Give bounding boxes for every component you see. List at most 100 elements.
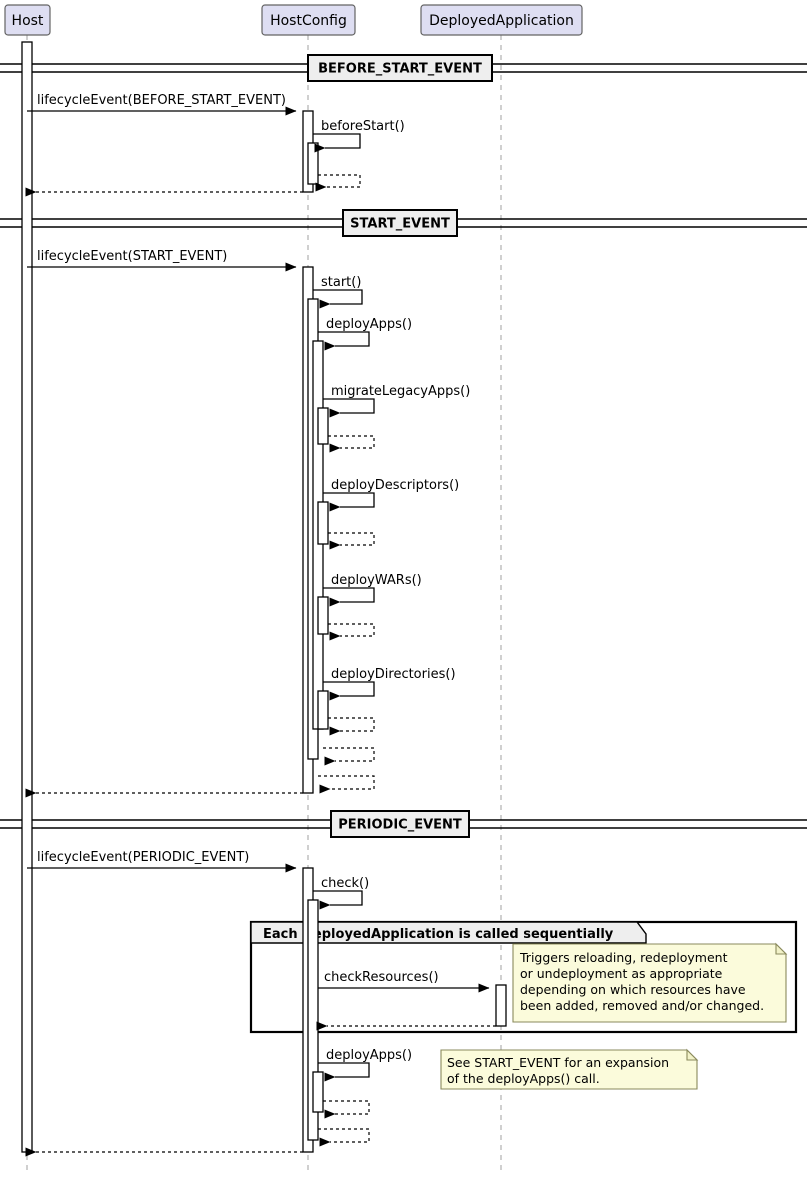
message-deploydescriptors-self[interactable]: deployDescriptors() xyxy=(323,478,459,512)
participant-host[interactable]: Host xyxy=(4,4,51,36)
message-beforestart-self[interactable]: beforeStart() xyxy=(313,119,405,153)
note-line: Triggers reloading, redeployment xyxy=(519,950,728,965)
divider-start: START_EVENT xyxy=(0,209,807,237)
divider-label-box xyxy=(307,54,493,82)
note-body-shape xyxy=(512,943,787,1023)
group-tab-shape xyxy=(250,921,647,944)
note-deployapps: See START_EVENT for an expansion of the … xyxy=(440,1048,699,1090)
message-self-return-arrow xyxy=(323,747,375,766)
group-label-text: Each DeployedApplication is called seque… xyxy=(263,927,614,942)
message-start-self[interactable]: start() xyxy=(313,275,363,309)
divider-label-start: START_EVENT xyxy=(350,217,450,232)
note-fold-corner xyxy=(686,1048,699,1061)
message-self-arrow xyxy=(318,331,370,351)
message-self-return-arrow xyxy=(328,532,375,550)
divider-label-before-start: BEFORE_START_EVENT xyxy=(318,62,482,77)
group-each-deployedapplication: Each DeployedApplication is called seque… xyxy=(249,920,798,1034)
messages-layer: lifecycleEvent(BEFORE_START_EVENT) befor… xyxy=(25,93,496,1157)
message-self-arrow xyxy=(323,681,375,701)
message-label: start() xyxy=(321,275,361,290)
activation-hostconfig-deploydirectories xyxy=(317,690,329,730)
message-check-return[interactable] xyxy=(318,1128,370,1147)
message-self-arrow xyxy=(323,492,375,512)
lifelines-layer xyxy=(26,35,502,1172)
message-self-return-arrow xyxy=(328,435,375,453)
activation-hostconfig-beforestart-self xyxy=(307,142,319,185)
message-self-arrow xyxy=(318,1062,370,1082)
message-label: deployDirectories() xyxy=(331,667,456,682)
message-self-arrow xyxy=(313,890,363,910)
message-self-return-arrow xyxy=(318,775,375,794)
activation-hostconfig-deploywars xyxy=(317,596,329,635)
message-label: deployWARs() xyxy=(331,573,422,588)
message-label: migrateLegacyApps() xyxy=(331,384,470,399)
message-deployapps-periodic-return[interactable] xyxy=(323,1100,370,1119)
notes-layer: Triggers reloading, redeployment or unde… xyxy=(440,942,788,1090)
message-self-arrow xyxy=(323,587,375,607)
message-label: lifecycleEvent(PERIODIC_EVENT) xyxy=(37,850,249,865)
note-fold-corner xyxy=(775,942,788,955)
participant-hostconfig[interactable]: HostConfig xyxy=(261,4,356,36)
message-label: deployDescriptors() xyxy=(331,478,459,493)
message-self-arrow xyxy=(313,289,363,309)
message-self-return-arrow xyxy=(323,1100,370,1119)
message-self-return-arrow xyxy=(318,1128,370,1147)
message-deploydirectories-self[interactable]: deployDirectories() xyxy=(323,667,456,701)
message-start-return[interactable] xyxy=(318,775,375,794)
message-self-arrow xyxy=(313,133,361,153)
participant-box xyxy=(261,4,356,36)
note-line: See START_EVENT for an expansion xyxy=(447,1055,669,1070)
message-label: deployApps() xyxy=(326,317,412,332)
message-deployapps-self[interactable]: deployApps() xyxy=(318,317,412,351)
note-checkresources: Triggers reloading, redeployment or unde… xyxy=(512,942,788,1023)
activation-deployedapplication-checkresources xyxy=(495,984,507,1027)
message-label: deployApps() xyxy=(326,1048,412,1063)
message-lifecycleevent-start[interactable]: lifecycleEvent(START_EVENT) xyxy=(27,249,297,272)
participant-label-hostconfig: HostConfig xyxy=(270,13,347,29)
activation-hostconfig-deployapps-periodic xyxy=(312,1071,324,1113)
message-label: check() xyxy=(321,876,369,891)
activation-host-main xyxy=(21,41,33,1153)
message-lifecycleevent-periodic[interactable]: lifecycleEvent(PERIODIC_EVENT) xyxy=(27,850,297,873)
participants-layer: Host HostConfig DeployedApplication xyxy=(4,4,583,36)
message-checkresources[interactable]: checkResources() xyxy=(318,970,490,993)
dividers-layer: BEFORE_START_EVENT START_EVENT PERIODIC_… xyxy=(0,54,807,838)
participant-label-host: Host xyxy=(12,13,44,29)
message-deploydirectories-return[interactable] xyxy=(328,717,375,736)
message-beforestart-self-return[interactable] xyxy=(315,174,361,192)
message-migratelegacyapps-self[interactable]: migrateLegacyApps() xyxy=(323,384,470,418)
divider-label-box xyxy=(330,810,470,838)
participant-box xyxy=(420,4,583,36)
note-line: or undeployment as appropriate xyxy=(520,966,723,981)
message-deployapps-return-start[interactable] xyxy=(323,747,375,766)
activation-hostconfig-migratelegacyapps xyxy=(317,407,329,445)
message-deployapps-periodic-self[interactable]: deployApps() xyxy=(318,1048,412,1082)
note-line: depending on which resources have xyxy=(520,982,746,997)
note-body-shape xyxy=(440,1049,698,1090)
message-deploywars-return[interactable] xyxy=(328,623,375,641)
message-label: lifecycleEvent(BEFORE_START_EVENT) xyxy=(37,93,286,108)
message-label: checkResources() xyxy=(324,970,439,985)
message-deploydescriptors-return[interactable] xyxy=(328,532,375,550)
activations-layer xyxy=(21,41,507,1153)
activation-hostconfig-deploydescriptors xyxy=(317,501,329,545)
message-deploywars-self[interactable]: deployWARs() xyxy=(323,573,422,607)
note-line: been added, removed and/or changed. xyxy=(520,998,764,1013)
message-lifecycleevent-before-start[interactable]: lifecycleEvent(BEFORE_START_EVENT) xyxy=(27,93,297,116)
message-self-return-arrow xyxy=(328,623,375,641)
divider-before-start: BEFORE_START_EVENT xyxy=(0,54,807,82)
message-label: beforeStart() xyxy=(321,119,405,134)
participant-deployedapplication[interactable]: DeployedApplication xyxy=(420,4,583,36)
participant-label-deployedapplication: DeployedApplication xyxy=(429,13,574,29)
participant-box xyxy=(4,4,51,36)
message-migratelegacyapps-return[interactable] xyxy=(328,435,375,453)
divider-label-box xyxy=(342,209,458,237)
message-self-return-arrow xyxy=(328,717,375,736)
message-self-return-arrow xyxy=(315,174,361,192)
group-frames-layer: Each DeployedApplication is called seque… xyxy=(249,920,798,1034)
message-self-arrow xyxy=(323,398,375,418)
message-check-self[interactable]: check() xyxy=(313,876,369,910)
divider-periodic: PERIODIC_EVENT xyxy=(0,810,807,838)
